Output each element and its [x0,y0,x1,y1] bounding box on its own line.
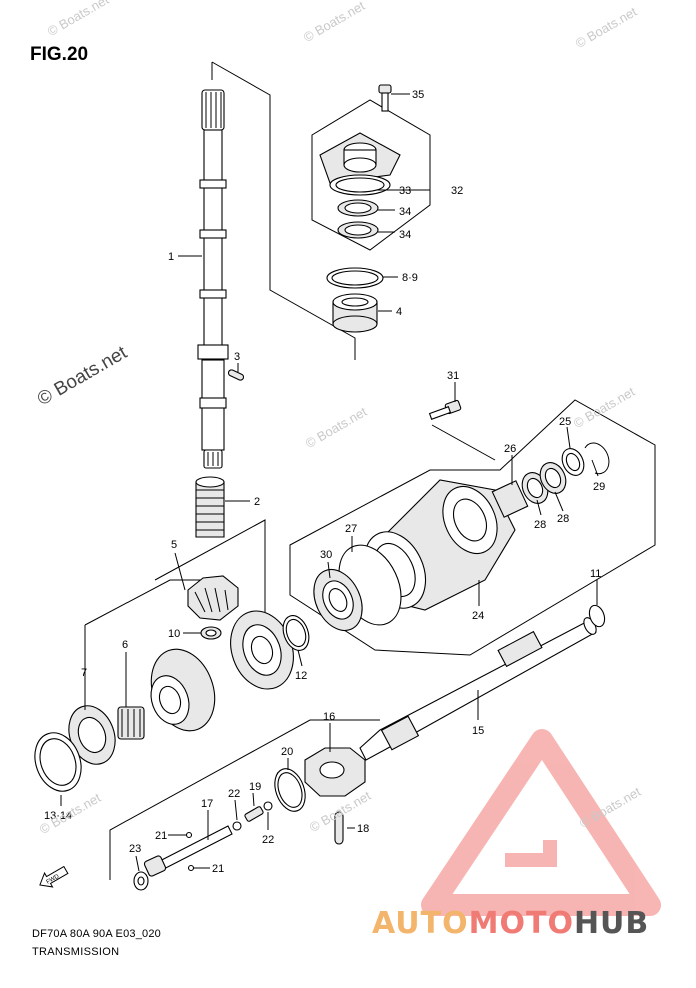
callout-33: 33 [399,185,411,197]
spring-19 [244,806,264,822]
oil-seal-housing-32 [319,132,401,239]
automotohub-logo-icon [421,729,661,916]
needle-bearing [117,706,145,740]
callout-21-bottom: 21 [212,863,224,875]
spring-ring-20 [274,768,306,812]
callout-1: 1 [168,251,174,263]
callout-6: 6 [122,639,128,651]
callout-13-14: 13·14 [44,810,72,822]
callout-23: 23 [129,843,141,855]
ball-22-right [263,801,273,811]
fwd-arrow-icon: FWD [39,865,69,888]
washer-23 [133,871,149,891]
callout-16: 16 [323,711,335,723]
callout-19: 19 [249,781,261,793]
callout-29: 29 [593,481,605,493]
circlip-11 [588,604,606,628]
brand-moto: MOTO [468,906,574,941]
callout-18: 18 [357,823,369,835]
callout-labels: 35 33 32 34 34 8·9 4 1 3 31 2 26 25 29 2… [44,89,605,875]
bearing-26 [491,480,529,518]
callout-8-9: 8·9 [402,272,418,284]
callout-28-left: 28 [534,519,546,531]
callout-30: 30 [320,549,332,561]
pin-3 [227,369,245,381]
callout-22-right: 22 [262,834,274,846]
callout-34-lower: 34 [399,229,411,241]
callout-27: 27 [345,523,357,535]
callout-17: 17 [201,798,213,810]
figure-caption: TRANSMISSION [32,946,120,958]
callout-31: 31 [447,370,459,382]
model-code: DF70A 80A 90A E03_020 [32,928,161,940]
bolt-31 [428,399,462,420]
ball-21-bottom [187,864,195,872]
callout-12: 12 [295,670,307,682]
nut-10 [200,626,222,640]
callout-3: 3 [234,351,240,363]
bearing-28 [521,462,567,504]
callout-35: 35 [412,89,424,101]
brand-auto: AUTO [372,906,469,941]
shift-rod-17 [143,825,233,877]
callout-28-right: 28 [557,513,569,525]
ball-21-top [185,831,193,839]
drive-shaft [197,89,229,469]
bearing-30 [313,568,363,632]
callout-4: 4 [396,306,402,318]
pin-18 [334,811,344,845]
figure-title: FIG.20 [30,44,89,65]
callout-21-top: 21 [155,830,167,842]
callout-11: 11 [590,568,601,580]
callout-2: 2 [254,496,260,508]
callout-20: 20 [281,746,293,758]
callout-34-upper: 34 [399,206,411,218]
callout-5: 5 [171,539,177,551]
automotohub-brand: AUTOMOTOHUB [372,906,649,941]
bearing-4 [332,293,378,333]
washer-25 [561,448,585,476]
callout-22-left: 22 [228,788,240,800]
pinion-5 [187,575,239,621]
clutch-dog-16 [304,747,366,797]
leader-lines [60,93,599,872]
callout-7: 7 [81,667,87,679]
shim-12 [282,615,310,651]
propeller-shaft-15 [359,617,597,761]
circlip-29 [584,442,610,475]
screw-35 [378,84,392,112]
forward-gear-6 [150,648,216,732]
callout-25: 25 [559,416,571,428]
shim-13-14 [34,732,82,792]
callout-32: 32 [451,185,463,197]
callout-10: 10 [168,628,180,640]
brand-hub: HUB [573,906,650,941]
callout-26: 26 [504,443,516,455]
callout-24: 24 [472,610,484,622]
spring-2 [195,476,225,538]
ball-22-left [232,821,242,831]
reverse-gear [230,610,294,690]
shim-8-9 [326,267,384,289]
callout-15: 15 [472,725,484,737]
